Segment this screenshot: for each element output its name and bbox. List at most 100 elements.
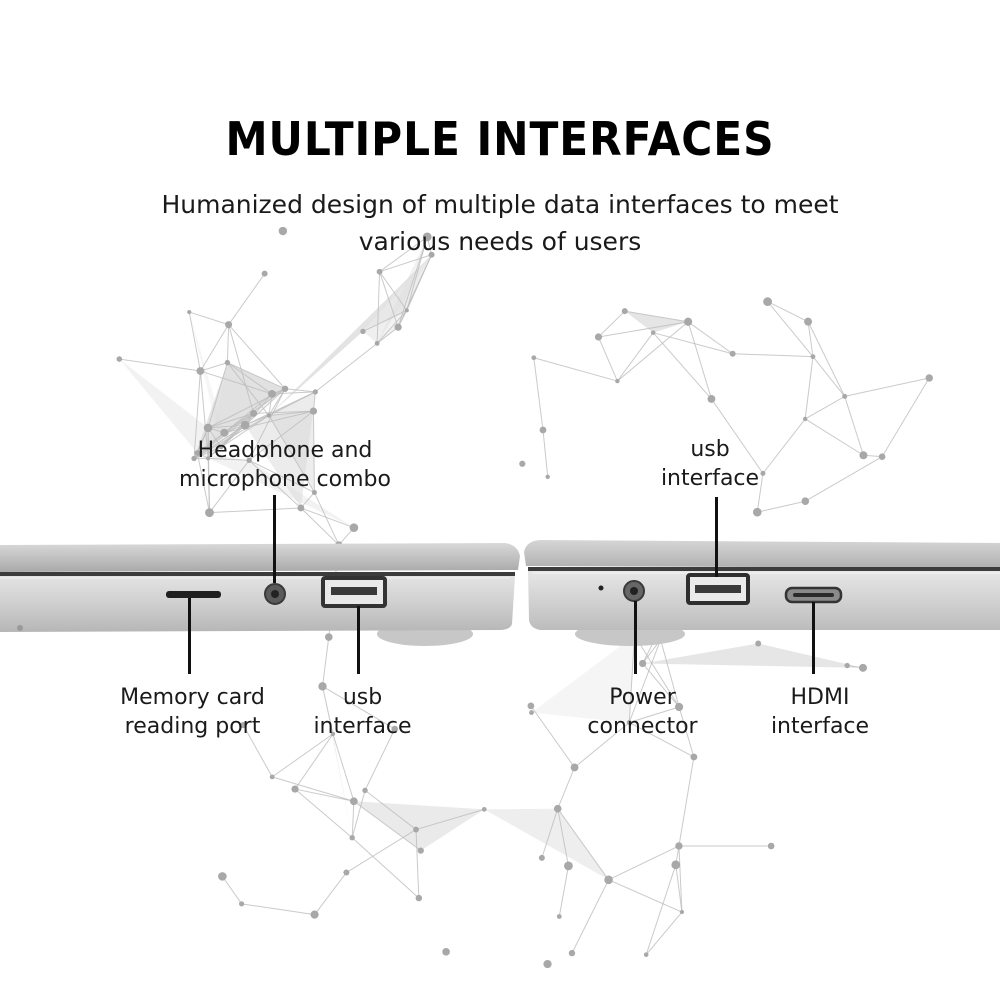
- network-node: [404, 308, 409, 313]
- network-line: [268, 415, 315, 493]
- network-node: [767, 842, 775, 850]
- network-line: [376, 326, 399, 344]
- network-line: [351, 801, 355, 838]
- network-line: [209, 459, 250, 513]
- network-line: [645, 911, 683, 955]
- network-line: [678, 706, 695, 758]
- usb-top-leader-line: [715, 497, 718, 577]
- network-line: [756, 473, 764, 513]
- network-node: [442, 948, 450, 956]
- network-node: [309, 407, 318, 415]
- network-node: [360, 328, 366, 335]
- network-line: [208, 424, 246, 429]
- network-line: [294, 788, 353, 839]
- network-line: [711, 398, 764, 474]
- network-node: [349, 797, 358, 806]
- network-node: [194, 450, 201, 456]
- network-node: [519, 460, 526, 467]
- network-node: [349, 835, 355, 841]
- network-line: [228, 273, 266, 325]
- network-line: [807, 321, 846, 397]
- network-line: [196, 452, 210, 513]
- network-line: [804, 418, 864, 456]
- network-line: [628, 722, 695, 758]
- network-line: [300, 507, 355, 529]
- network-node: [349, 523, 359, 532]
- network-node: [707, 395, 716, 403]
- network-node: [266, 413, 272, 418]
- network-line: [608, 879, 683, 913]
- network-node: [206, 456, 211, 461]
- network-node: [318, 682, 327, 691]
- network-line: [199, 324, 230, 372]
- network-line: [732, 353, 813, 358]
- network-line: [227, 362, 270, 416]
- network-node: [268, 389, 276, 398]
- network-line: [200, 370, 273, 395]
- network-line: [220, 415, 270, 448]
- network-node: [760, 470, 766, 476]
- network-line: [226, 324, 230, 363]
- network-node: [246, 457, 252, 463]
- network-line: [660, 639, 680, 708]
- network-triangle: [268, 254, 432, 416]
- network-node: [671, 860, 681, 870]
- network-line: [364, 789, 417, 830]
- network-node: [675, 842, 683, 850]
- network-line: [193, 424, 246, 459]
- network-line: [557, 767, 576, 809]
- network-node: [878, 453, 886, 460]
- network-line: [807, 321, 814, 357]
- network-node: [639, 659, 647, 668]
- network-line: [379, 271, 408, 311]
- network-node: [690, 753, 698, 761]
- network-node: [804, 317, 813, 326]
- network-line: [608, 845, 680, 881]
- network-line: [379, 271, 399, 328]
- network-line: [533, 357, 544, 431]
- network-node: [556, 914, 562, 919]
- network-line: [571, 879, 610, 954]
- hdmi-leader-line: [812, 602, 815, 674]
- network-line: [209, 507, 301, 514]
- network-node: [376, 268, 383, 275]
- network-line: [224, 393, 273, 434]
- network-line: [228, 324, 286, 390]
- network-triangle: [624, 311, 689, 333]
- network-line: [313, 492, 340, 546]
- network-line: [193, 371, 201, 459]
- network-triangle: [322, 686, 353, 838]
- network-line: [322, 686, 334, 735]
- headphone-leader-line: [273, 495, 276, 583]
- network-line: [406, 236, 428, 311]
- network-triangle: [531, 635, 635, 723]
- network-node: [545, 474, 550, 480]
- network-line: [533, 357, 618, 382]
- network-line: [300, 507, 340, 546]
- network-node: [925, 374, 933, 382]
- network-line: [557, 808, 610, 881]
- network-line: [767, 301, 814, 357]
- network-node: [187, 309, 192, 315]
- network-triangle: [353, 801, 485, 851]
- network-line: [629, 706, 680, 723]
- network-node: [568, 949, 576, 957]
- network-line: [598, 321, 689, 338]
- page-subtitle: Humanized design of multiple data interf…: [161, 190, 839, 256]
- network-triangle: [268, 411, 315, 493]
- network-triangle: [119, 359, 209, 453]
- network-node: [842, 393, 848, 399]
- network-node: [594, 333, 603, 341]
- network-node: [529, 710, 534, 715]
- network-line: [346, 829, 417, 873]
- network-node: [219, 445, 224, 450]
- network-node: [621, 308, 628, 315]
- network-node: [604, 875, 613, 885]
- usb-top-label: usb interface: [660, 437, 760, 491]
- network-node: [220, 428, 229, 437]
- network-line: [119, 358, 201, 372]
- network-line: [687, 321, 733, 355]
- network-node: [810, 354, 816, 360]
- network-line: [193, 415, 270, 459]
